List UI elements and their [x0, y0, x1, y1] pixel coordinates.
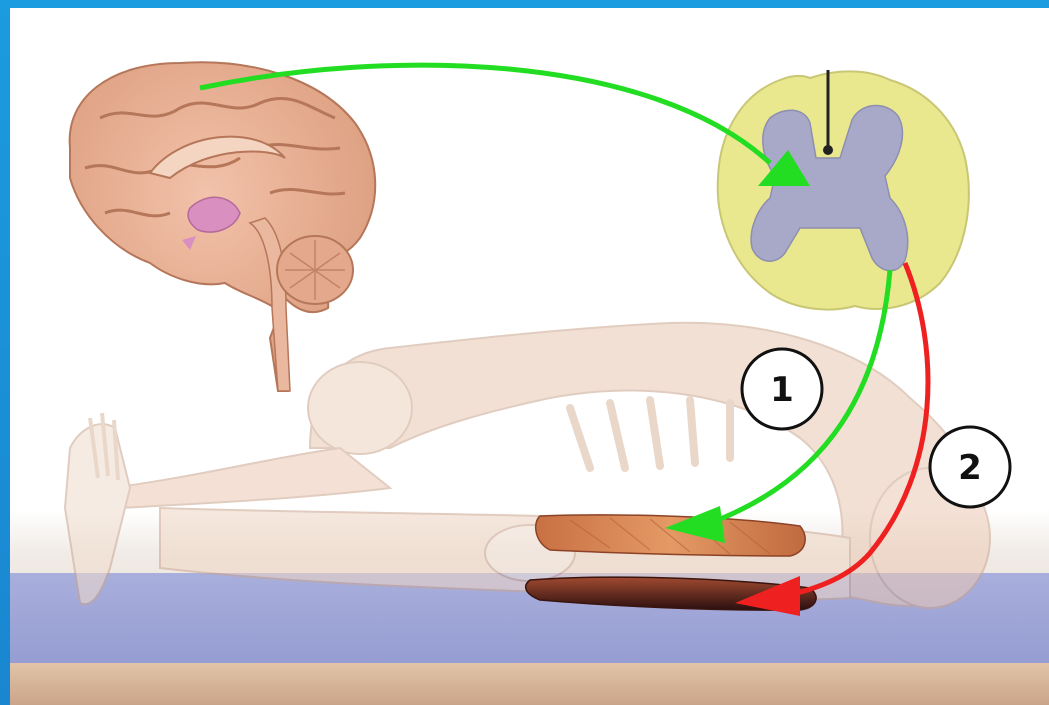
floor: [10, 663, 1049, 705]
pathway-1-number: 1: [770, 370, 794, 410]
pathway-1-label: 1: [742, 349, 822, 429]
pathway-2-number: 2: [958, 448, 982, 488]
spinal-cord-icon: [718, 70, 969, 310]
diagram-canvas: 1 2: [10, 8, 1049, 705]
diagram-svg: 1 2: [10, 8, 1049, 705]
pathway-2-label: 2: [930, 427, 1010, 507]
